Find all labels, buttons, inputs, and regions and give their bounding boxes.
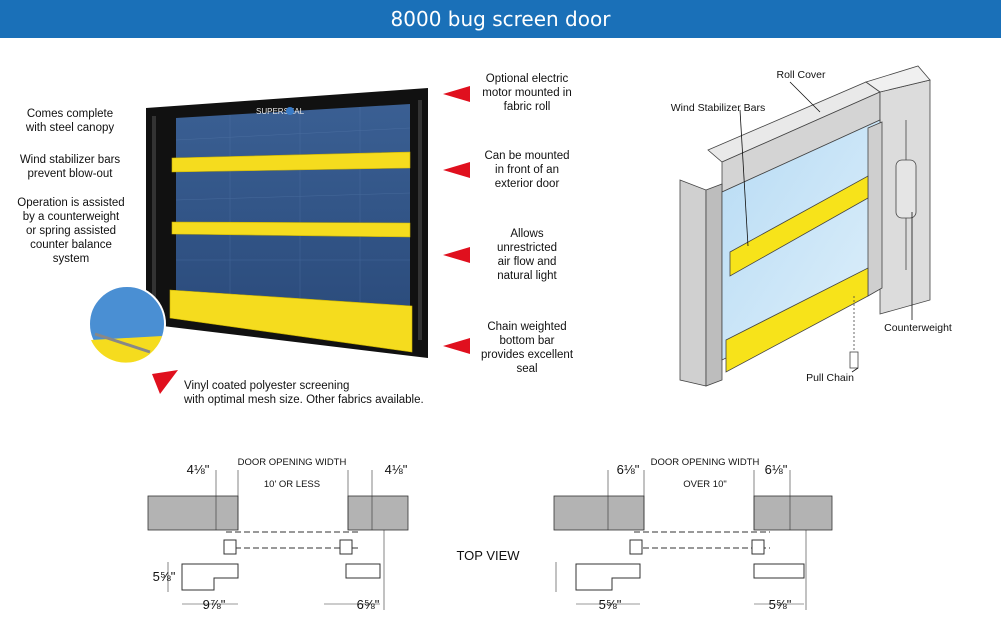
callout-mounting: Can be mounted in front of an exterior d… bbox=[484, 150, 570, 190]
door-photo: SUPERSEAL bbox=[146, 88, 428, 358]
top-view-label: TOP VIEW bbox=[456, 548, 520, 563]
brand-logo: SUPERSEAL bbox=[256, 107, 305, 116]
wall-block bbox=[347, 495, 409, 531]
label-pull-chain: Pull Chain bbox=[806, 372, 854, 384]
top-view-left bbox=[147, 470, 409, 610]
arrow-icon bbox=[443, 247, 470, 263]
wall-block bbox=[753, 495, 833, 531]
arrow-icon bbox=[152, 370, 178, 394]
arrow-icon bbox=[443, 86, 470, 102]
callout-electric-motor: Optional electric motor mounted in fabri… bbox=[482, 73, 572, 113]
callout-air-flow: Allows unrestricted air flow and natural… bbox=[496, 228, 558, 282]
label-roll-cover: Roll Cover bbox=[776, 69, 826, 81]
dim-right-2: 6⅛" bbox=[764, 462, 788, 477]
callout-steel-canopy: Comes complete with steel canopy bbox=[25, 108, 115, 134]
diagram-leaders bbox=[739, 81, 913, 373]
mesh-closeup bbox=[88, 285, 166, 363]
callout-vinyl-screening: Vinyl coated polyester screening with op… bbox=[184, 380, 424, 406]
title-line-2: 10' OR LESS bbox=[263, 479, 321, 490]
wall-block bbox=[147, 495, 239, 531]
dim-left-2: 4⅛" bbox=[384, 462, 408, 477]
title-line-1: DOOR OPENING WIDTH bbox=[237, 457, 347, 468]
top-view-left-title: DOOR OPENING WIDTH 10' OR LESS bbox=[228, 446, 356, 501]
brand-logo-mark bbox=[286, 107, 294, 115]
stabilizer-bar-lower bbox=[171, 221, 411, 238]
dim-right-1: 6⅛" bbox=[616, 462, 640, 477]
label-wind-stabilizer-bars: Wind Stabilizer Bars bbox=[670, 102, 766, 114]
dim-left-1: 4⅛" bbox=[186, 462, 210, 477]
callout-chain-bar: Chain weighted bottom bar provides excel… bbox=[480, 321, 574, 375]
door-diagram bbox=[679, 65, 931, 387]
label-counterweight: Counterweight bbox=[884, 322, 952, 334]
dim-right-4: 5⅝" bbox=[768, 597, 792, 612]
arrow-icon bbox=[443, 162, 470, 178]
page-header: 8000 bug screen door bbox=[0, 0, 1001, 38]
page-title: 8000 bug screen door bbox=[390, 7, 611, 31]
title-line-2: OVER 10" bbox=[683, 479, 727, 490]
dim-left-3: 5⅝" bbox=[152, 569, 176, 584]
bottom-bar bbox=[169, 289, 413, 353]
arrow-icon bbox=[443, 338, 470, 354]
title-line-1: DOOR OPENING WIDTH bbox=[650, 457, 760, 468]
top-view-right-title: DOOR OPENING WIDTH OVER 10" bbox=[640, 446, 770, 501]
stabilizer-bar-upper bbox=[171, 151, 411, 173]
callout-wind-bars: Wind stabilizer bars prevent blow-out bbox=[19, 154, 121, 180]
wall-block bbox=[553, 495, 645, 531]
dim-left-5: 6⅝" bbox=[356, 597, 380, 612]
dim-left-4: 9⅞" bbox=[202, 597, 226, 612]
callout-counterweight: Operation is assisted by a counterweight… bbox=[17, 197, 125, 265]
dim-right-3: 5⅝" bbox=[598, 597, 622, 612]
callout-arrows bbox=[152, 86, 470, 394]
top-view-right bbox=[553, 470, 833, 610]
